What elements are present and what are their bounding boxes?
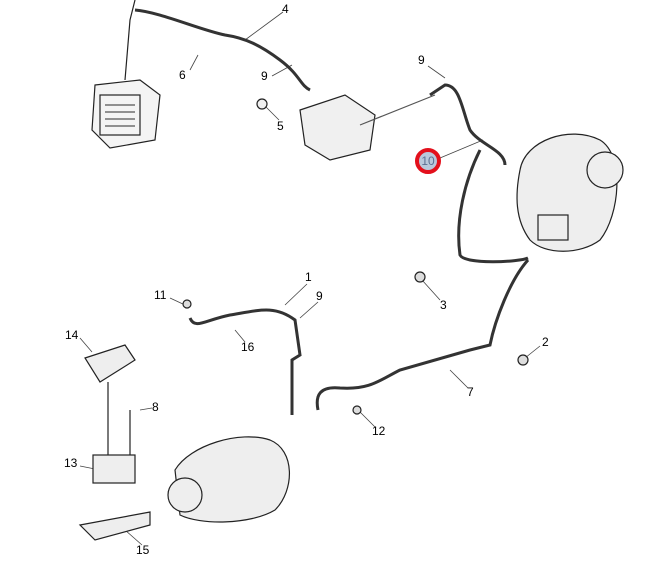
callout-13[interactable]: 13: [64, 456, 78, 470]
callout-1[interactable]: 1: [305, 270, 312, 284]
callout-4[interactable]: 4: [282, 2, 289, 16]
callout-16[interactable]: 16: [241, 340, 255, 354]
control-box-icon: [256, 94, 376, 161]
battery-cable-7: [315, 258, 530, 411]
leader-lines: [79, 11, 541, 546]
callout-2[interactable]: 2: [542, 335, 549, 349]
callout-14[interactable]: 14: [65, 328, 79, 342]
callout-10-highlighted[interactable]: 10: [415, 148, 441, 174]
callout-9[interactable]: 9: [418, 53, 425, 67]
callout-5[interactable]: 5: [277, 119, 284, 133]
wire-harness-1: [188, 308, 302, 415]
callout-8[interactable]: 8: [152, 400, 159, 414]
callout-3[interactable]: 3: [440, 298, 447, 312]
callout-11[interactable]: 11: [154, 288, 167, 302]
callout-9[interactable]: 9: [261, 69, 268, 83]
control-module-icon: [91, 0, 161, 149]
callout-9[interactable]: 9: [316, 289, 323, 303]
starter-motor-icon: [167, 436, 290, 523]
wire-harness-4: [134, 8, 311, 92]
callout-12[interactable]: 12: [372, 424, 386, 438]
bracket-icon: [78, 344, 151, 541]
callout-7[interactable]: 7: [467, 385, 474, 399]
callout-15[interactable]: 15: [136, 543, 150, 557]
alternator-icon: [516, 133, 624, 252]
wire-harness-10: [429, 83, 529, 264]
callout-6[interactable]: 6: [179, 68, 186, 82]
